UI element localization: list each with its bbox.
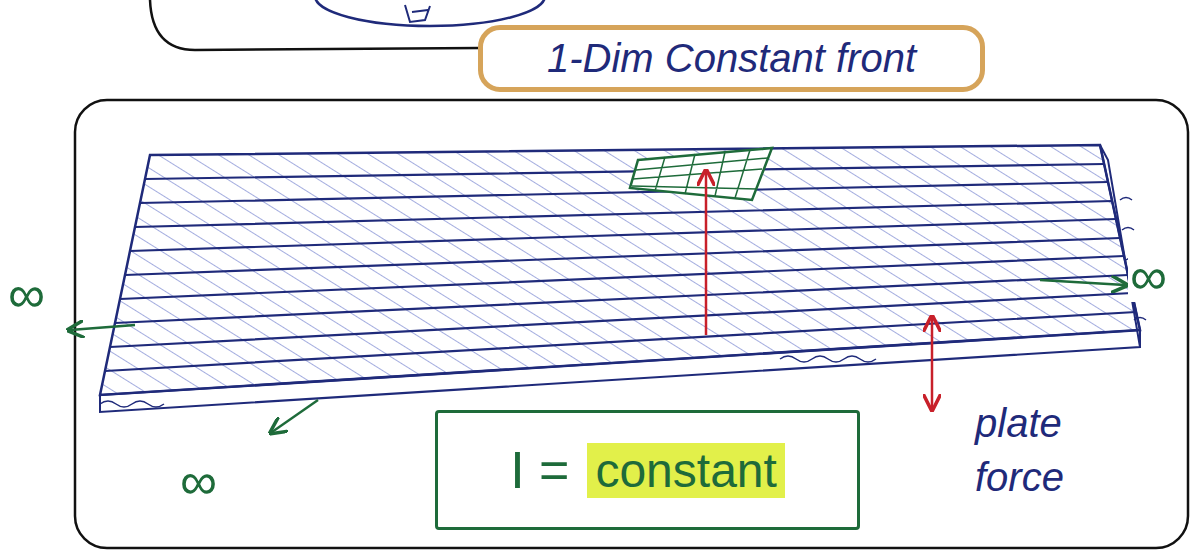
plate-force-note: plate force bbox=[975, 396, 1145, 504]
box-text-highlight: constant bbox=[587, 443, 784, 498]
extent-arrow bbox=[1040, 280, 1125, 285]
frame-border bbox=[75, 100, 1188, 548]
infinity-symbol: ∞ bbox=[178, 455, 219, 507]
thickness-arrow bbox=[931, 318, 934, 408]
sketch-scribble bbox=[405, 5, 430, 22]
plate-lines bbox=[105, 164, 1136, 371]
normal-arrow bbox=[705, 172, 708, 335]
surface-element bbox=[630, 148, 772, 200]
box-text: I = bbox=[510, 440, 569, 500]
equation-box: I = constant bbox=[435, 410, 860, 530]
title-box: 1-Dim Constant front bbox=[478, 25, 985, 92]
surface-grid bbox=[632, 150, 768, 198]
sketch-ellipse bbox=[315, 0, 545, 26]
box-text: 1-Dim Constant front bbox=[547, 36, 916, 81]
infinity-symbol: ∞ bbox=[6, 268, 47, 320]
extent-arrow bbox=[70, 325, 135, 330]
infinity-symbol: ∞ bbox=[1128, 250, 1169, 302]
extent-arrow bbox=[272, 400, 318, 432]
plate-top-surface bbox=[100, 145, 1140, 395]
